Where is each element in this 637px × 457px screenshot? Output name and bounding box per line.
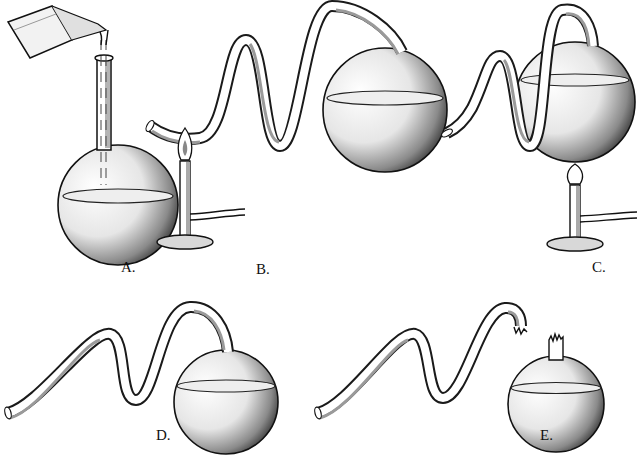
broken-end xyxy=(514,327,527,334)
barrel-shading xyxy=(186,162,190,236)
flask-neck xyxy=(97,58,111,150)
flame xyxy=(567,164,582,184)
flask-bulb xyxy=(508,356,604,452)
tube-shading xyxy=(10,311,224,418)
flask-e xyxy=(314,308,604,452)
tube-bore xyxy=(150,6,402,146)
burner-barrel xyxy=(570,185,580,239)
flame-core xyxy=(183,140,188,156)
broth-surface xyxy=(511,383,601,394)
beaker-shading xyxy=(14,14,56,30)
flame xyxy=(178,128,192,160)
panel-letter: C. xyxy=(592,260,606,275)
tube-open-end xyxy=(144,119,155,132)
beaker-liquid xyxy=(52,6,106,40)
burner-barrel xyxy=(180,161,190,237)
broth-surface xyxy=(63,189,173,203)
broken-neck-stub xyxy=(549,334,563,360)
tube-open-end xyxy=(440,127,453,138)
panel-letter: E. xyxy=(540,428,553,443)
panel-letter: D. xyxy=(156,428,171,443)
swan-neck-tube xyxy=(447,10,593,146)
neck-lip xyxy=(95,55,113,61)
flask-bulb xyxy=(58,145,178,265)
broth-surface xyxy=(177,380,275,392)
panel-letter: B. xyxy=(256,262,270,277)
tube-shading xyxy=(504,14,589,142)
gas-hose xyxy=(190,209,245,220)
flask-bulb xyxy=(174,350,278,454)
panel-letter: A. xyxy=(121,260,136,275)
burner-base xyxy=(157,235,213,249)
gas-hose xyxy=(580,212,637,222)
swan-neck-tube xyxy=(150,6,402,146)
flask-d xyxy=(4,307,278,454)
pouring-stream xyxy=(101,40,106,185)
broth-surface xyxy=(327,91,443,105)
barrel-shading xyxy=(576,186,580,238)
flask-b xyxy=(144,6,447,249)
tube-shading xyxy=(320,312,518,418)
tube-open-end xyxy=(4,406,13,419)
flask-c xyxy=(440,10,637,251)
flask-a xyxy=(8,6,178,265)
burner-base xyxy=(547,237,603,251)
tube-open-end xyxy=(314,406,323,419)
flask-bulb xyxy=(323,48,447,172)
tube-bore xyxy=(447,10,593,146)
tube-shading xyxy=(152,10,398,143)
broth-surface xyxy=(521,74,629,86)
